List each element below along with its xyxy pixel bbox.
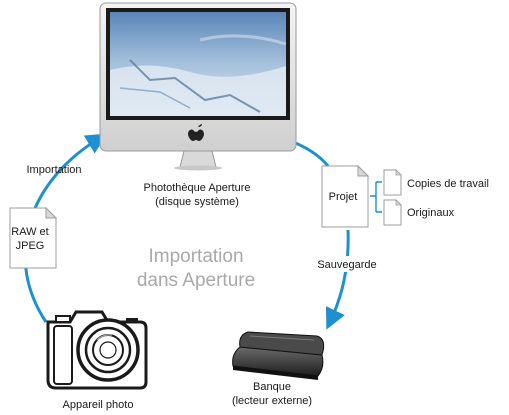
copies-document-icon xyxy=(384,170,401,195)
camera-label: Appareil photo xyxy=(63,399,134,411)
project-bracket-connector xyxy=(370,182,382,212)
backup-label: Sauvegarde xyxy=(317,259,376,271)
originals-label: Originaux xyxy=(407,207,455,219)
library-label-line1: Photothèque Aperture xyxy=(143,182,250,194)
raw-jpeg-document-icon xyxy=(10,208,56,268)
project-doc-label: Projet xyxy=(329,191,358,203)
raw-doc-line2: JPEG xyxy=(16,240,45,252)
vault-label-line2: (lecteur externe) xyxy=(232,395,312,407)
camera-icon xyxy=(48,312,146,388)
center-title-line2: dans Aperture xyxy=(137,270,255,291)
library-label-line2: (disque système) xyxy=(155,196,239,208)
raw-doc-line1: RAW et xyxy=(11,226,49,238)
external-drive-icon xyxy=(233,332,324,380)
copies-label: Copies de travail xyxy=(407,178,489,190)
arc-project-to-vault xyxy=(330,230,348,322)
import-label: Importation xyxy=(26,164,81,176)
originals-document-icon xyxy=(384,200,401,225)
imac-computer-icon xyxy=(100,3,296,171)
center-title-line1: Importation xyxy=(148,246,243,267)
vault-label-line1: Banque xyxy=(253,381,291,393)
